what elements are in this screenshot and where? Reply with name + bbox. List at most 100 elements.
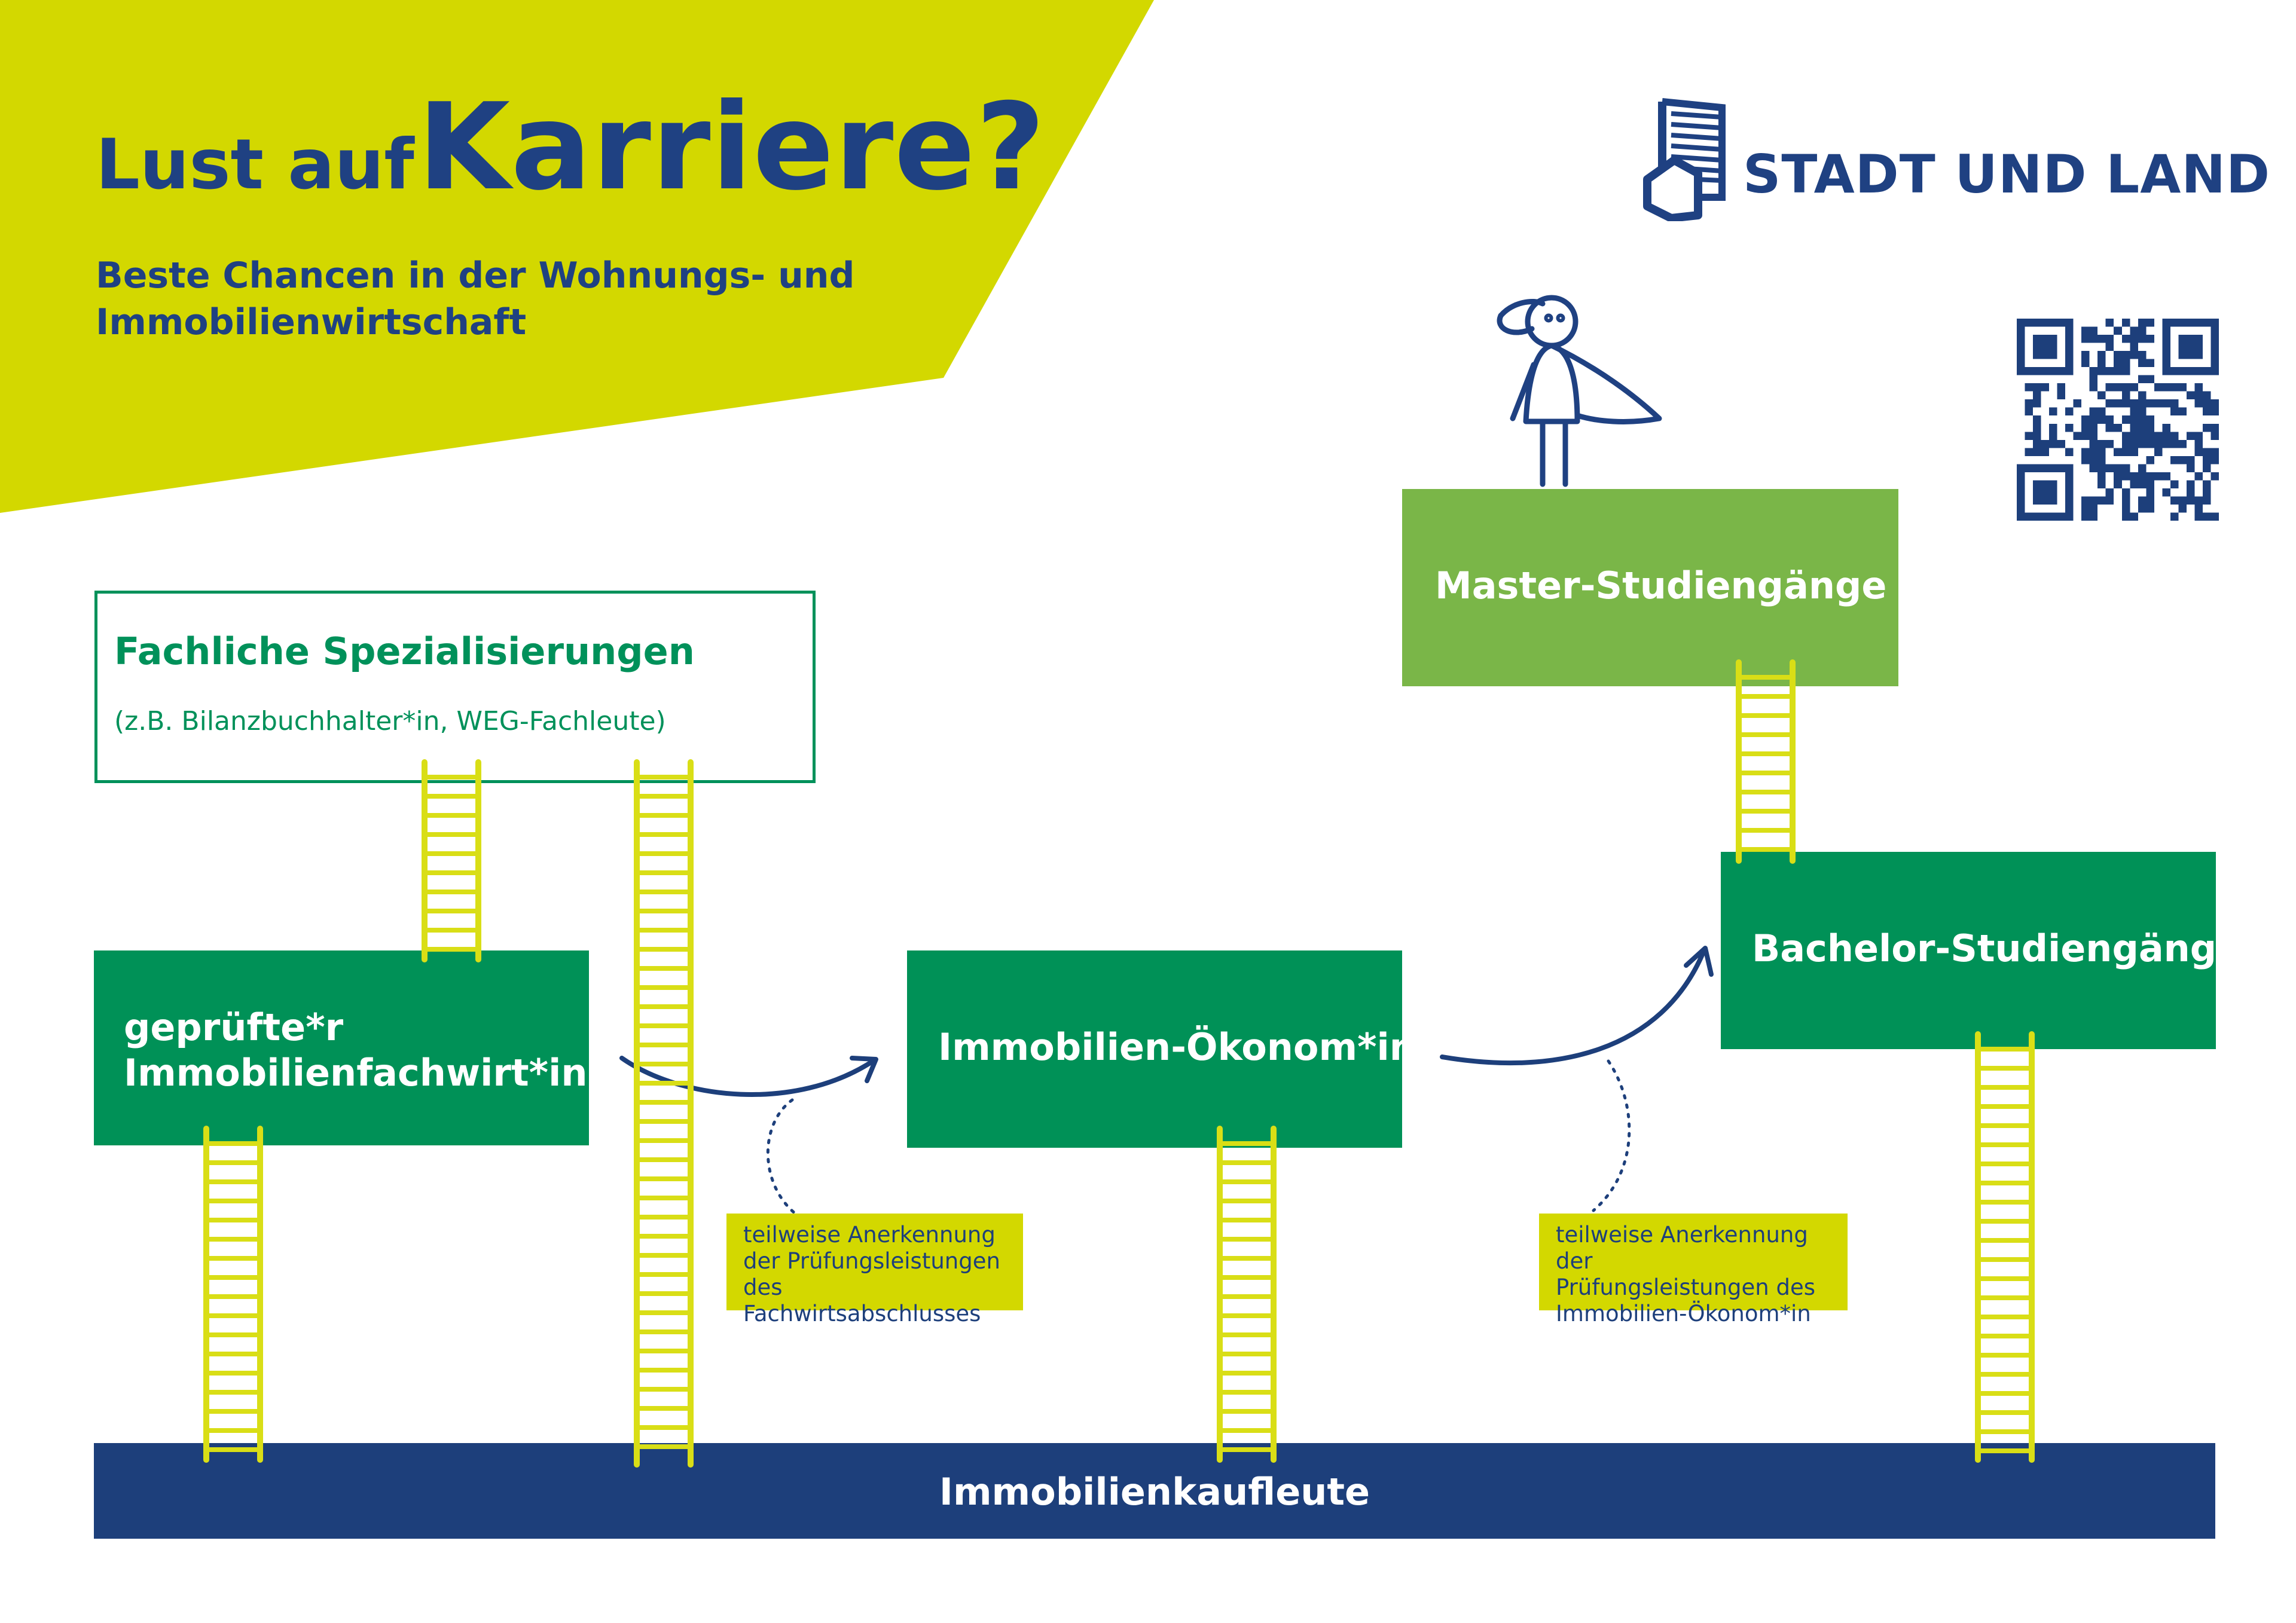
qr-module [2065, 319, 2074, 327]
qr-module [2121, 383, 2130, 392]
qr-module [2162, 383, 2170, 392]
qr-module [2154, 383, 2163, 392]
qr-module [2138, 351, 2147, 359]
qr-module [2178, 351, 2187, 359]
qr-module [2057, 512, 2066, 521]
qr-module [2121, 415, 2130, 424]
qr-module [2049, 343, 2057, 352]
qr-module [2105, 496, 2114, 505]
qr-module [2130, 480, 2138, 488]
qr-module [2065, 326, 2074, 335]
qr-module [2186, 351, 2195, 359]
qr-module [2194, 343, 2203, 352]
qr-module [2033, 391, 2041, 400]
fachwirt-label-line-2: Immobilienfachwirt*in [124, 1051, 588, 1095]
qr-module [2033, 448, 2041, 456]
qr-module [2065, 472, 2074, 481]
qr-module [2162, 439, 2170, 448]
qr-module [2033, 439, 2041, 448]
qr-module [2138, 496, 2147, 505]
qr-module [2033, 480, 2041, 488]
qr-module [2210, 512, 2219, 521]
qr-module [2057, 464, 2066, 472]
qr-module [2105, 423, 2114, 432]
qr-module [2033, 367, 2041, 375]
qr-module [2041, 480, 2050, 488]
master-box: Master-Studiengänge [1402, 489, 1898, 686]
qr-module [2081, 512, 2090, 521]
qr-module [2033, 343, 2041, 352]
qr-module [2186, 343, 2195, 352]
qr-module [2130, 512, 2138, 521]
qr-module [2025, 367, 2034, 375]
qr-module [2017, 488, 2025, 497]
qr-module [2114, 423, 2122, 432]
qr-module [2146, 415, 2154, 424]
qr-module [2097, 367, 2106, 375]
qr-module [2097, 480, 2106, 488]
qr-module [2081, 432, 2090, 440]
qr-module [2130, 383, 2138, 392]
qr-module [2033, 335, 2041, 343]
qr-module [2146, 496, 2154, 505]
dotted-connector-2 [1592, 1059, 1631, 1212]
specializations-subtitle: (z.B. Bilanzbuchhalter*in, WEG-Fachleute… [114, 706, 666, 736]
qr-module [2105, 319, 2114, 327]
qr-module [2162, 399, 2170, 408]
qr-code-icon[interactable] [2016, 319, 2219, 521]
qr-module [2089, 335, 2098, 343]
qr-module [2146, 399, 2154, 408]
qr-module [2162, 343, 2170, 352]
qr-module [2202, 464, 2211, 472]
qr-module [2065, 448, 2074, 456]
qr-module [2114, 399, 2122, 408]
qr-module [2210, 351, 2219, 359]
specializations-box: Fachliche Spezialisierungen (z.B. Bilanz… [94, 591, 816, 783]
qr-module [2202, 407, 2211, 416]
qr-module [2081, 448, 2090, 456]
qr-module [2210, 472, 2219, 481]
qr-module [2033, 464, 2041, 472]
qr-module [2081, 359, 2090, 368]
qr-module [2105, 488, 2114, 497]
qr-module [2017, 335, 2025, 343]
qr-module [2194, 512, 2203, 521]
qr-module [2121, 335, 2130, 343]
qr-module [2089, 383, 2098, 392]
qr-module [2186, 391, 2195, 400]
qr-module [2210, 399, 2219, 408]
qr-module [2081, 415, 2090, 424]
qr-module [2033, 432, 2041, 440]
qr-module [2089, 496, 2098, 505]
qr-module [2017, 367, 2025, 375]
qr-module [2170, 319, 2179, 327]
qr-module [2202, 480, 2211, 488]
qr-module [2065, 496, 2074, 505]
qr-module [2017, 326, 2025, 335]
qr-module [2049, 407, 2057, 416]
qr-module [2081, 335, 2090, 343]
qr-module [2210, 423, 2219, 432]
qr-module [2138, 375, 2147, 384]
qr-module [2097, 448, 2106, 456]
qr-module [2121, 351, 2130, 359]
qr-module [2194, 448, 2203, 456]
qr-module [2194, 319, 2203, 327]
qr-module [2194, 504, 2203, 513]
qr-module [2105, 335, 2114, 343]
qr-module [2146, 480, 2154, 488]
qr-module [2186, 335, 2195, 343]
qr-module [2089, 326, 2098, 335]
qr-module [2073, 399, 2082, 408]
qr-module [2105, 464, 2114, 472]
qr-module [2154, 399, 2163, 408]
qr-module [2154, 432, 2163, 440]
qr-module [2146, 472, 2154, 481]
qr-module [2202, 423, 2211, 432]
qr-module [2114, 351, 2122, 359]
qr-module [2210, 367, 2219, 375]
qr-module [2170, 432, 2179, 440]
qr-module [2081, 504, 2090, 513]
recognition-note-oekonom: teilweise Anerkennung der Prüfungsleistu… [1539, 1214, 1848, 1326]
